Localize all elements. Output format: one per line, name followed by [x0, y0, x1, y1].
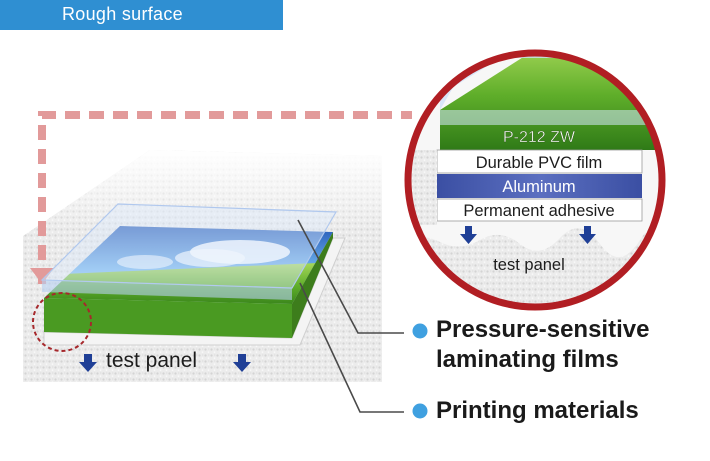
legend-item-laminating-films: Pressure-sensitive laminating films — [436, 315, 649, 375]
legend-bullet-1 — [412, 323, 428, 339]
layer-label-panel: test panel — [493, 256, 565, 274]
magnified-view-border — [404, 49, 666, 311]
down-arrow-icon — [460, 226, 477, 244]
header-tab: Rough surface — [0, 0, 283, 30]
layer-label-adhesive: Permanent adhesive — [463, 202, 614, 220]
layer-label-film: Durable PVC film — [476, 154, 603, 172]
leader-line-2 — [299, 282, 404, 413]
down-arrow-icon — [579, 226, 596, 244]
layer-label-aluminum: Aluminum — [502, 178, 575, 196]
panel-label: test panel — [106, 349, 198, 372]
header-title: Rough surface — [62, 4, 183, 24]
down-arrow-icon — [233, 354, 251, 372]
legend-item-1-line-1: Pressure-sensitive — [436, 316, 650, 343]
dashed-connector — [38, 111, 412, 284]
laminate-film-side — [42, 280, 292, 300]
legend-bullet-2 — [412, 403, 428, 419]
leader-line-1 — [297, 219, 404, 334]
zoom-origin-circle — [32, 292, 92, 352]
printed-image-side-edge — [292, 232, 333, 338]
layer-label-product: P-212 ZW — [503, 129, 576, 146]
printed-image-side — [44, 298, 292, 338]
dashed-arrow-head — [30, 268, 54, 284]
legend-item-1-line-2: laminating films — [436, 346, 619, 373]
down-arrow-icon — [79, 354, 97, 372]
legend-item-printing-materials: Printing materials — [436, 397, 639, 424]
